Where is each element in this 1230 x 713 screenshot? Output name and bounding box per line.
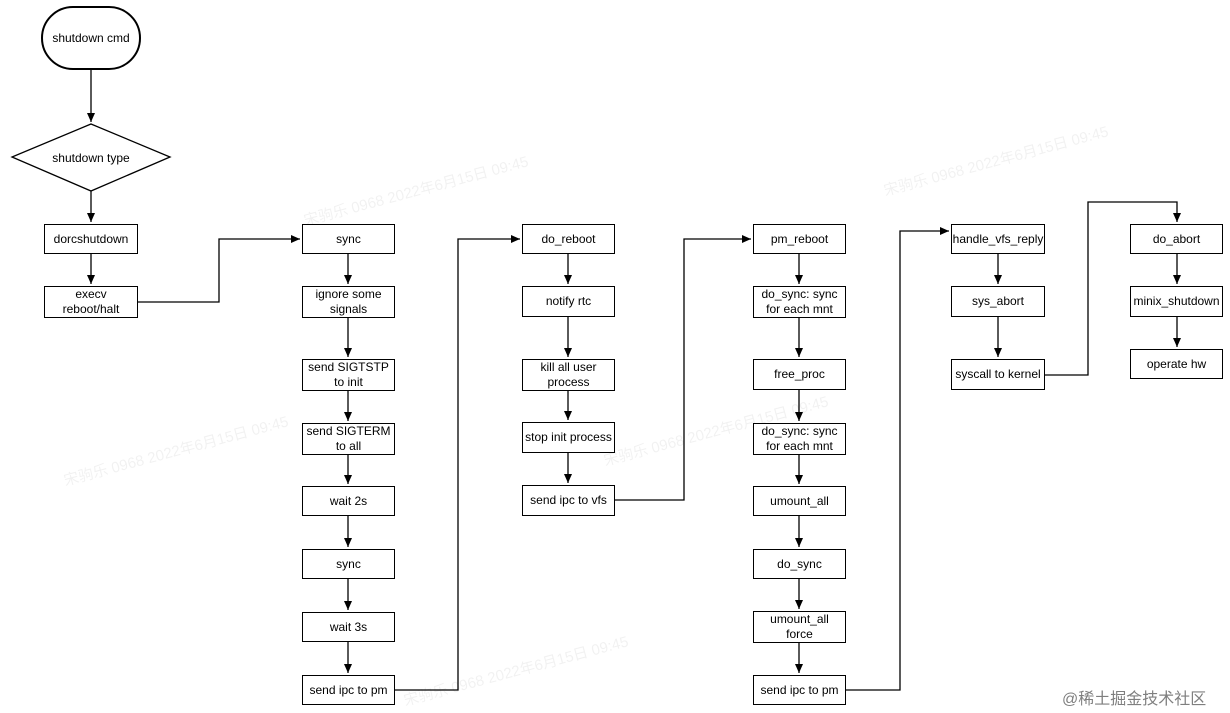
kill-all-user-process-box: kill all user process <box>522 359 615 391</box>
connector-arrow <box>1045 201 1181 376</box>
do-abort-box: do_abort <box>1130 224 1223 254</box>
do-sync-box: do_sync <box>753 549 846 579</box>
stop-init-process-box: stop init process <box>522 422 615 453</box>
send-ipc-vfs-box: send ipc to vfs <box>522 485 615 516</box>
syscall-to-kernel-box: syscall to kernel <box>951 359 1045 390</box>
umount-all-force-box: umount_all force <box>753 611 846 643</box>
notify-rtc-box: notify rtc <box>522 286 615 317</box>
do-reboot-box: do_reboot <box>522 224 615 254</box>
start-terminal: shutdown cmd <box>41 6 141 70</box>
send-sigtstp-box: send SIGTSTP to init <box>302 359 395 391</box>
ignore-signals-box: ignore some signals <box>302 286 395 318</box>
sys-abort-box: sys_abort <box>951 286 1045 317</box>
connector-arrow <box>615 235 751 501</box>
dorcshutdown-box: dorcshutdown <box>44 224 138 254</box>
do-sync-each-mnt-2-box: do_sync: sync for each mnt <box>753 423 846 455</box>
sync-2-box: sync <box>302 549 395 579</box>
umount-all-box: umount_all <box>753 486 846 516</box>
execv-box: execv reboot/halt <box>44 286 138 318</box>
send-ipc-pm-box: send ipc to pm <box>302 675 395 705</box>
wait-3s-box: wait 3s <box>302 612 395 642</box>
connector-lines <box>87 70 1181 691</box>
send-ipc-pm-2-box: send ipc to pm <box>753 675 846 705</box>
do-sync-each-mnt-box: do_sync: sync for each mnt <box>753 286 846 318</box>
minix-shutdown-box: minix_shutdown <box>1130 286 1223 317</box>
sync-box: sync <box>302 224 395 254</box>
pm-reboot-box: pm_reboot <box>753 224 846 254</box>
wait-2s-box: wait 2s <box>302 486 395 516</box>
decision-label: shutdown type <box>52 150 130 165</box>
operate-hw-box: operate hw <box>1130 349 1223 379</box>
connector-arrow <box>138 235 300 303</box>
connector-arrow <box>395 235 520 691</box>
free-proc-box: free_proc <box>753 359 846 390</box>
brand-watermark: @稀土掘金技术社区 <box>1062 691 1207 708</box>
connector-arrow <box>846 227 949 691</box>
send-sigterm-box: send SIGTERM to all <box>302 423 395 455</box>
handle-vfs-reply-box: handle_vfs_reply <box>951 224 1045 254</box>
